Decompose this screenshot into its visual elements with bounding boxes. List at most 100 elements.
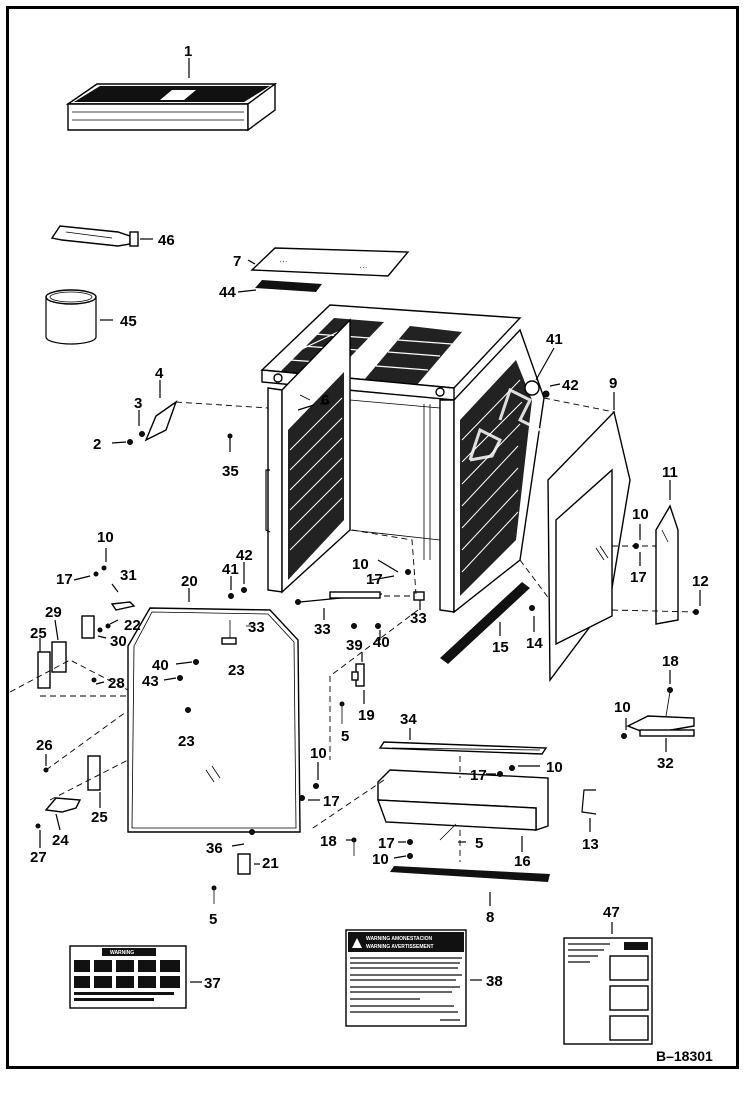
callout-44: 44 <box>219 284 236 301</box>
figure-code: B–18301 <box>656 1048 713 1064</box>
decal37-title: WARNING <box>110 950 134 956</box>
callout-19: 19 <box>358 707 375 724</box>
part-33-gas-spring <box>295 591 425 605</box>
svg-text:. . .: . . . <box>360 264 368 270</box>
callout-17c: 17 <box>630 569 647 586</box>
callout-34: 34 <box>400 711 417 728</box>
callout-18a: 18 <box>320 833 337 850</box>
part-1-filter <box>65 82 278 132</box>
callout-40a: 40 <box>373 634 390 651</box>
callout-10b: 10 <box>352 556 369 573</box>
callout-30: 30 <box>110 633 127 650</box>
part-15-strip <box>440 582 530 664</box>
callout-24: 24 <box>52 832 69 849</box>
callout-labels: 1 2 3 4 5 5 5 6 7 8 9 10 10 10 10 10 10 … <box>30 43 709 992</box>
callout-10a: 10 <box>97 529 114 546</box>
callout-3: 3 <box>134 395 142 412</box>
callout-2: 2 <box>93 436 101 453</box>
part-34-strip <box>378 741 548 755</box>
callout-8: 8 <box>486 909 494 926</box>
callout-31: 31 <box>120 567 137 584</box>
callout-45: 45 <box>120 313 137 330</box>
cab-assembly <box>260 304 545 614</box>
callout-4: 4 <box>155 365 164 382</box>
callout-10d: 10 <box>310 745 327 762</box>
part-20-door <box>127 607 301 833</box>
callout-36: 36 <box>206 840 223 857</box>
callout-7: 7 <box>233 253 241 270</box>
callout-37: 37 <box>204 975 221 992</box>
callout-33c: 33 <box>410 610 427 627</box>
hinge-assembly-lower <box>35 755 101 829</box>
callout-21: 21 <box>262 855 279 872</box>
diagram-border <box>6 6 739 1069</box>
callout-17a: 17 <box>56 571 73 588</box>
callout-41a: 41 <box>222 561 239 578</box>
callout-42a: 42 <box>236 547 253 564</box>
callout-17e: 17 <box>470 767 487 784</box>
callout-23b: 23 <box>178 733 195 750</box>
callout-26: 26 <box>36 737 53 754</box>
callout-5a: 5 <box>341 728 349 745</box>
callout-25a: 25 <box>30 625 47 642</box>
callout-28: 28 <box>108 675 125 692</box>
part-44-seal <box>255 280 322 292</box>
callout-33b: 33 <box>314 621 331 638</box>
callout-23a: 23 <box>228 662 245 679</box>
part-11-window <box>655 504 679 625</box>
callout-10f: 10 <box>372 851 389 868</box>
callout-16: 16 <box>514 853 531 870</box>
watermark <box>218 387 541 741</box>
part-47-decal <box>563 937 653 1045</box>
part-4-bracket <box>144 400 178 442</box>
part-46-tube <box>50 225 139 247</box>
callout-40b: 40 <box>152 657 169 674</box>
callout-10e: 10 <box>546 759 563 776</box>
callout-38: 38 <box>486 973 503 990</box>
callout-32: 32 <box>657 755 674 772</box>
callout-33a: 33 <box>248 619 265 636</box>
callout-46: 46 <box>158 232 175 249</box>
callout-15: 15 <box>492 639 509 656</box>
part-19-latch <box>351 663 365 687</box>
callout-17d: 17 <box>323 793 340 810</box>
callout-22: 22 <box>124 617 141 634</box>
part-45-container <box>45 289 97 345</box>
part-7-plate: . . . . . . <box>250 247 410 277</box>
callout-10c: 10 <box>632 506 649 523</box>
callout-9: 9 <box>609 375 617 392</box>
callout-17b: 17 <box>366 571 383 588</box>
part-38-decal: WARNING AMONESTACION WARNING AVERTISSEME… <box>345 929 467 1027</box>
callout-25b: 25 <box>91 809 108 826</box>
callout-12: 12 <box>692 573 709 590</box>
callout-5c: 5 <box>209 911 217 928</box>
callout-43: 43 <box>142 673 159 690</box>
svg-text:. . .: . . . <box>280 258 288 264</box>
decal38-title: WARNING AMONESTACION <box>366 936 432 942</box>
part-8-seal <box>390 866 550 882</box>
part-37-decal: WARNING <box>69 945 187 1009</box>
callout-47: 47 <box>603 904 620 921</box>
callout-6: 6 <box>321 392 329 409</box>
decal38-subtitle: WARNING AVERTISSEMENT <box>366 944 434 950</box>
callout-17f: 17 <box>378 835 395 852</box>
callout-29: 29 <box>45 604 62 621</box>
part-32-bracket <box>626 715 695 737</box>
callout-20: 20 <box>181 573 198 590</box>
callout-1: 1 <box>184 43 192 60</box>
callout-41b: 41 <box>546 331 563 348</box>
callout-14: 14 <box>526 635 543 652</box>
part-13-clip <box>581 789 597 815</box>
callout-5b: 5 <box>475 835 483 852</box>
callout-10g: 10 <box>614 699 631 716</box>
callout-42b: 42 <box>562 377 579 394</box>
hinge-assembly-left <box>37 565 136 689</box>
callout-13: 13 <box>582 836 599 853</box>
callout-11: 11 <box>662 464 678 481</box>
part-9-side-window <box>547 410 631 683</box>
callout-39: 39 <box>346 637 363 654</box>
part-16-step <box>376 769 549 831</box>
callout-27: 27 <box>30 849 47 866</box>
